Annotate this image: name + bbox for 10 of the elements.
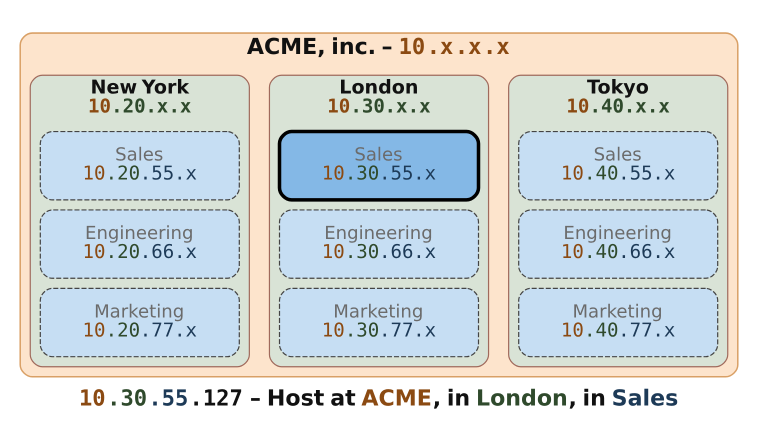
node-box: Sales 10.40.55.x [518,130,718,200]
node-box: Engineering 10.30.66.x [278,209,480,279]
node-box: Marketing 10.30.77.x [278,288,480,358]
node-box: Marketing 10.20.77.x [40,288,240,358]
node-box: Engineering 10.20.66.x [40,209,240,279]
node-box: Sales 10.20.55.x [40,130,240,200]
node-box: Sales 10.30.55.x [278,130,480,202]
node-box: Engineering 10.40.66.x [518,209,718,279]
caption: 10.30.55.127 – Host at ACME, in London, in Sales [79,386,678,412]
node-box: Marketing 10.40.77.x [518,288,718,358]
